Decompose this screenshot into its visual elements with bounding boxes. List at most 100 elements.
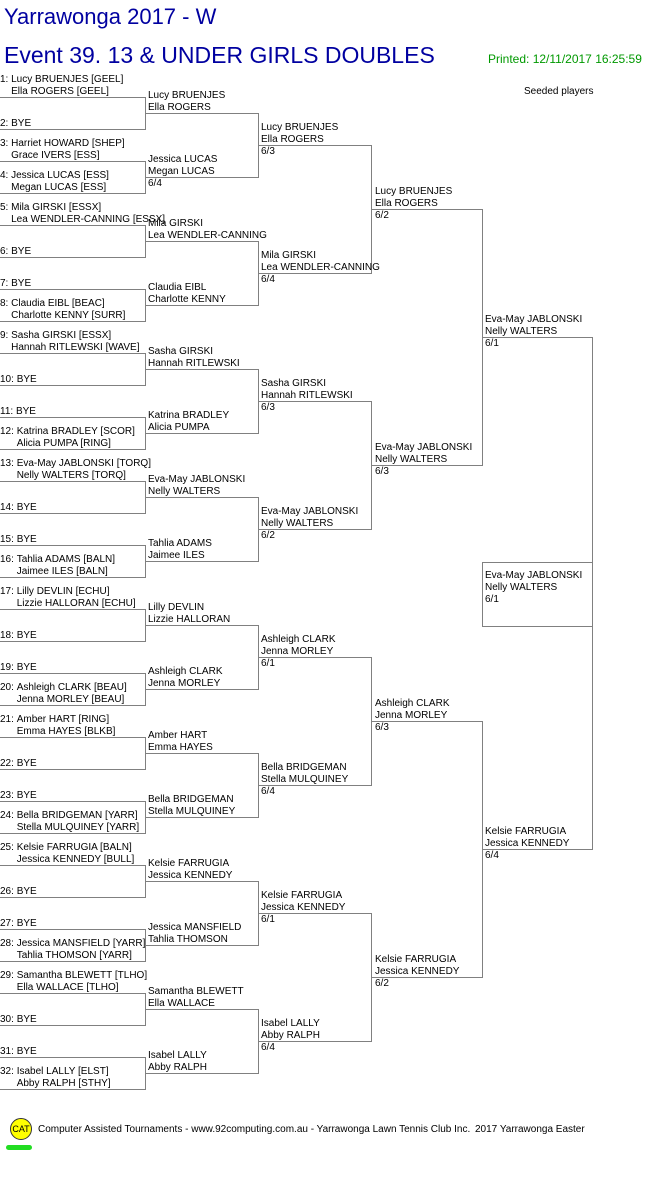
draw-slot: 13: Eva-May JABLONSKI [TORQ]Nelly WALTER… (0, 458, 151, 482)
slot-number: 6: (0, 246, 12, 257)
bracket-line (0, 97, 146, 98)
bracket-line (371, 209, 483, 210)
match-score: 6/2 (375, 210, 389, 221)
player-name: Sasha GIRSKI (148, 346, 214, 357)
bracket-line (145, 305, 259, 306)
footer-tournament: 2017 Yarrawonga Easter (475, 1124, 585, 1135)
bracket-line (0, 737, 146, 738)
player-name: Lucy BRUENJES (148, 90, 226, 101)
player-name: Sasha GIRSKI (261, 378, 327, 389)
slot-number: 22: (0, 758, 17, 769)
match-score: 6/4 (148, 178, 162, 189)
winner-box (482, 562, 593, 627)
bracket-line (0, 513, 146, 514)
slot-number: 13: (0, 458, 17, 469)
draw-slot: 12: Katrina BRADLEY [SCOR]Alicia PUMPA [… (0, 426, 135, 450)
bracket-line (145, 817, 259, 818)
draw-slot: 15: BYE (0, 534, 37, 546)
cat-logo-icon: CAT (10, 1118, 32, 1140)
slot-number: 16: (0, 554, 17, 565)
player-name: Emma HAYES (148, 742, 213, 753)
player-name: Jessica LUCAS (148, 154, 218, 165)
slot-players: BYE (17, 534, 37, 546)
draw-slot: 4: Jessica LUCAS [ESS]Megan LUCAS [ESS] (0, 170, 109, 194)
draw-slot: 27: BYE (0, 918, 37, 930)
bracket-line (0, 289, 146, 290)
player-name: Jessica KENNEDY [BULL] (16, 854, 135, 865)
slot-number: 23: (0, 790, 17, 801)
match-score: 6/4 (261, 1042, 275, 1053)
slot-number: 11: (0, 406, 16, 417)
draw-slot: 18: BYE (0, 630, 37, 642)
bracket-line (145, 945, 259, 946)
bye-label: BYE (16, 1046, 37, 1057)
bracket-line (0, 833, 146, 834)
player-name: Jessica KENNEDY (485, 838, 570, 849)
bye-label: BYE (16, 918, 37, 929)
player-name: Stella MULQUINEY (148, 806, 236, 817)
draw-slot: 24: Bella BRIDGEMAN [YARR]Stella MULQUIN… (0, 810, 139, 834)
draw-slot: 19: BYE (0, 662, 37, 674)
player-name: Nelly WALTERS [TORQ] (16, 470, 126, 481)
bracket-line (0, 417, 146, 418)
bracket-line (145, 241, 259, 242)
bracket-line (0, 193, 146, 194)
player-name: Isabel LALLY (148, 1050, 207, 1061)
player-name: Mila GIRSKI (261, 250, 317, 261)
bye-label: BYE (16, 630, 37, 641)
slot-number: 20: (0, 682, 17, 693)
slot-number: 1: (0, 74, 12, 85)
player-name: Jenna MORLEY [BEAU] (16, 694, 125, 705)
bracket-line (145, 497, 259, 498)
slot-number: 9: (0, 330, 12, 341)
bracket-line (0, 609, 146, 610)
player-name: Isabel LALLY [ELST] (16, 1066, 109, 1077)
player-name: Lilly DEVLIN (148, 602, 205, 613)
bye-label: BYE (16, 534, 37, 545)
slot-players: Eva-May JABLONSKI [TORQ]Nelly WALTERS [T… (17, 458, 151, 482)
draw-slot: 23: BYE (0, 790, 37, 802)
bye-label: BYE (16, 1014, 37, 1025)
bracket-line (0, 961, 146, 962)
draw-slot: 26: BYE (0, 886, 37, 898)
slot-number: 30: (0, 1014, 17, 1025)
draw-slot: 2: BYE (0, 118, 31, 130)
bracket-line (258, 785, 372, 786)
slot-players: Katrina BRADLEY [SCOR]Alicia PUMPA [RING… (17, 426, 135, 450)
bracket-line (0, 641, 146, 642)
player-name: Lilly DEVLIN [ECHU] (16, 586, 110, 597)
player-name: Isabel LALLY (261, 1018, 320, 1029)
player-name: Bella BRIDGEMAN (261, 762, 347, 773)
bracket-line (0, 129, 146, 130)
bracket-line (0, 321, 146, 322)
match-score: 6/2 (375, 978, 389, 989)
slot-players: BYE (17, 790, 37, 802)
player-name: Ella ROGERS (375, 198, 438, 209)
bracket-line (0, 385, 146, 386)
player-name: Alicia PUMPA [RING] (16, 438, 111, 449)
bracket-line (0, 353, 146, 354)
match-score: 6/1 (261, 658, 275, 669)
slot-players: Isabel LALLY [ELST]Abby RALPH [STHY] (17, 1066, 111, 1090)
slot-number: 18: (0, 630, 17, 641)
player-name: Samantha BLEWETT [TLHO] (16, 970, 148, 981)
bracket-line (0, 705, 146, 706)
bracket-line (0, 161, 146, 162)
player-name: Kelsie FARRUGIA [BALN] (16, 842, 132, 853)
slot-players: Bella BRIDGEMAN [YARR]Stella MULQUINEY [… (17, 810, 139, 834)
event-title: Event 39. 13 & UNDER GIRLS DOUBLES (4, 42, 435, 68)
slot-players: BYE (11, 246, 31, 258)
player-name: Ashleigh CLARK (261, 634, 336, 645)
player-name: Jenna MORLEY (261, 646, 334, 657)
player-name: Tahlia THOMSON (148, 934, 228, 945)
bracket-line (145, 1073, 259, 1074)
player-name: Nelly WALTERS (148, 486, 221, 497)
slot-number: 26: (0, 886, 17, 897)
player-name: Stella MULQUINEY [YARR] (16, 822, 140, 833)
slot-number: 7: (0, 278, 12, 289)
player-name: Mila GIRSKI (148, 218, 204, 229)
slot-number: 4: (0, 170, 12, 181)
slot-players: BYE (17, 918, 37, 930)
player-name: Mila GIRSKI [ESSX] (11, 202, 102, 213)
player-name: Ella ROGERS (148, 102, 211, 113)
